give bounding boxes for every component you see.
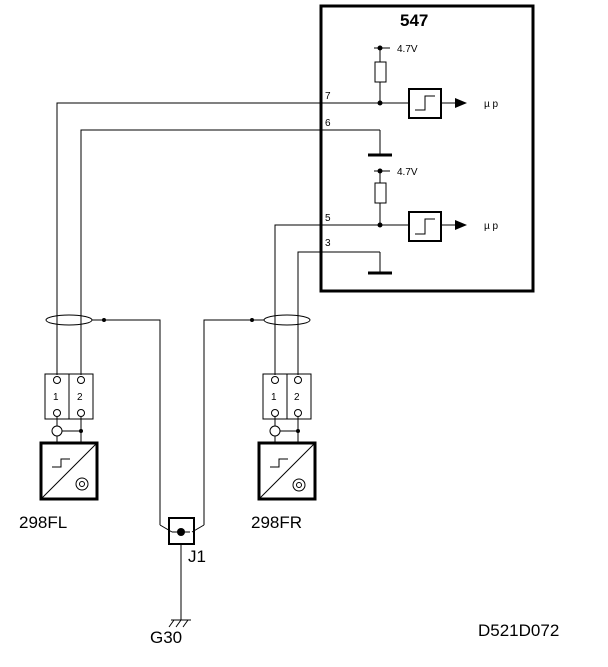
ecu-pin-7: 7 [325, 91, 331, 102]
connector-pin-2: 2 [294, 392, 300, 403]
wire-harness-left [56, 102, 321, 375]
ring-terminal-icon [51, 425, 63, 437]
sensor-label-298fl: 298FL [19, 513, 67, 532]
ecu-channel-bottom: 4.7V µ p [368, 167, 499, 275]
ecu-box [319, 4, 535, 293]
ecu-pin-6: 6 [325, 118, 331, 129]
sensor-298fr: 1 2 298FR [251, 373, 317, 532]
cable-shield-left [45, 314, 173, 533]
ground-g30: G30 [150, 619, 191, 647]
supply-voltage-top: 4.7V [397, 44, 418, 55]
ecu-channel-top: 4.7V µ p [368, 44, 499, 157]
microprocessor-label-bottom: µ p [484, 221, 499, 232]
shield-sleeve-icon [263, 314, 311, 326]
connector-pin-2: 2 [77, 392, 83, 403]
ecu-pin-3: 3 [325, 238, 331, 249]
connector-pin-block [286, 373, 312, 420]
pullup-resistor-icon [374, 182, 387, 204]
wheel-speed-sensor-icon [39, 441, 99, 501]
arrow-right-icon [455, 98, 467, 108]
junction-j1: J1 [168, 517, 206, 620]
sensor-label-298fr: 298FR [251, 513, 302, 532]
supply-voltage-bottom: 4.7V [397, 167, 418, 178]
diagram-code: D521D072 [478, 621, 559, 640]
ecu-label: 547 [400, 11, 428, 30]
connector-pin-1: 1 [271, 392, 277, 403]
ecu-547: 547 4.7V µ p 4.7V [319, 4, 535, 293]
pullup-resistor-icon [374, 61, 387, 83]
junction-label: J1 [188, 547, 206, 566]
shield-sleeve-icon [45, 314, 93, 326]
wire-harness-right [274, 224, 321, 375]
tone-ring-icon [75, 477, 89, 491]
arrow-right-icon [455, 220, 467, 230]
schmitt-trigger-icon [408, 211, 442, 242]
sensor-298fl: 1 2 298FL [19, 373, 99, 532]
ground-label: G30 [150, 628, 182, 647]
microprocessor-label-top: µ p [484, 99, 499, 110]
ecu-pin-5: 5 [325, 213, 331, 224]
ring-terminal-icon [269, 425, 281, 437]
tone-ring-icon [292, 478, 306, 492]
wheel-speed-sensor-icon [257, 441, 317, 501]
connector-pin-1: 1 [53, 392, 59, 403]
